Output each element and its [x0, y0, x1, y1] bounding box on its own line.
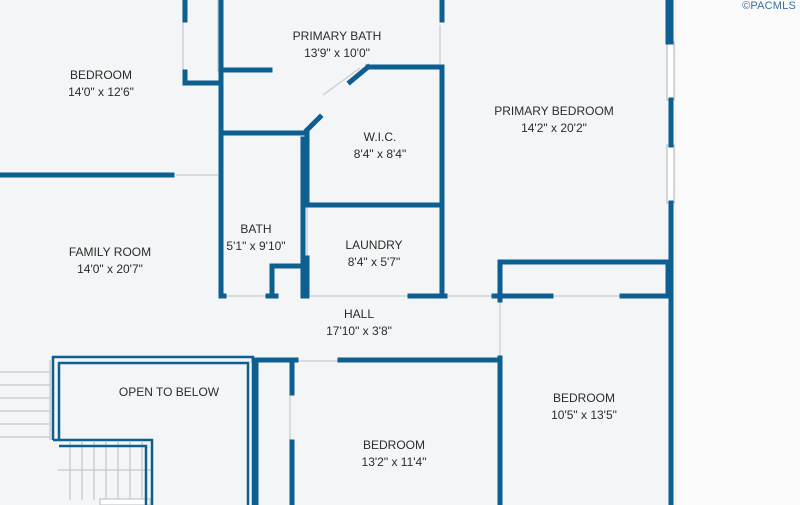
room-name: BEDROOM — [69, 68, 132, 82]
room-label-bedroom-se: BEDROOM 10'5" x 13'5" — [551, 390, 617, 424]
room-dimensions: 13'2" x 11'4" — [361, 455, 427, 469]
room-name: BEDROOM — [362, 438, 426, 452]
room-dimensions: 17'10" x 3'8" — [326, 324, 392, 338]
room-dimensions: 14'0" x 12'6" — [68, 85, 134, 99]
room-name: W.I.C. — [363, 130, 397, 144]
room-label-bath: BATH 5'1" x 9'10" — [226, 221, 285, 255]
room-label-hall: HALL 17'10" x 3'8" — [326, 306, 392, 340]
room-name: BATH — [240, 222, 272, 236]
watermark: ©PACMLS — [742, 0, 796, 12]
room-label-primary-bath: PRIMARY BATH 13'9" x 10'0" — [293, 28, 382, 62]
room-name: BEDROOM — [552, 391, 615, 405]
room-label-open-to-below: OPEN TO BELOW — [119, 384, 219, 401]
room-label-bedroom-s: BEDROOM 13'2" x 11'4" — [362, 437, 427, 471]
room-label-primary-bedroom: PRIMARY BEDROOM 14'2" x 20'2" — [494, 103, 614, 137]
room-label-bedroom-nw: BEDROOM 14'0" x 12'6" — [68, 67, 134, 101]
room-dimensions: 14'0" x 20'7" — [77, 262, 143, 276]
open-to-below-railing — [51, 355, 255, 505]
staircase — [0, 360, 152, 505]
room-name: LAUNDRY — [345, 238, 403, 252]
room-name: PRIMARY BATH — [292, 29, 382, 43]
room-label-wic: W.I.C. 8'4" x 8'4" — [354, 129, 406, 163]
room-dimensions: 8'4" x 5'7" — [347, 255, 401, 269]
walls — [0, 0, 674, 505]
room-dimensions: 14'2" x 20'2" — [521, 121, 587, 135]
room-dimensions: 10'5" x 13'5" — [551, 408, 617, 422]
room-name: OPEN TO BELOW — [118, 385, 220, 399]
room-dimensions: 8'4" x 8'4" — [353, 147, 407, 161]
room-name: HALL — [343, 307, 375, 321]
room-label-laundry: LAUNDRY 8'4" x 5'7" — [345, 237, 402, 271]
room-label-family-room: FAMILY ROOM 14'0" x 20'7" — [69, 244, 151, 278]
room-name: FAMILY ROOM — [68, 245, 152, 259]
room-dimensions: 5'1" x 9'10" — [226, 239, 286, 253]
exterior-area — [676, 0, 800, 505]
room-name: PRIMARY BEDROOM — [494, 104, 614, 118]
door-openings — [176, 0, 620, 440]
room-dimensions: 13'9" x 10'0" — [304, 46, 370, 60]
